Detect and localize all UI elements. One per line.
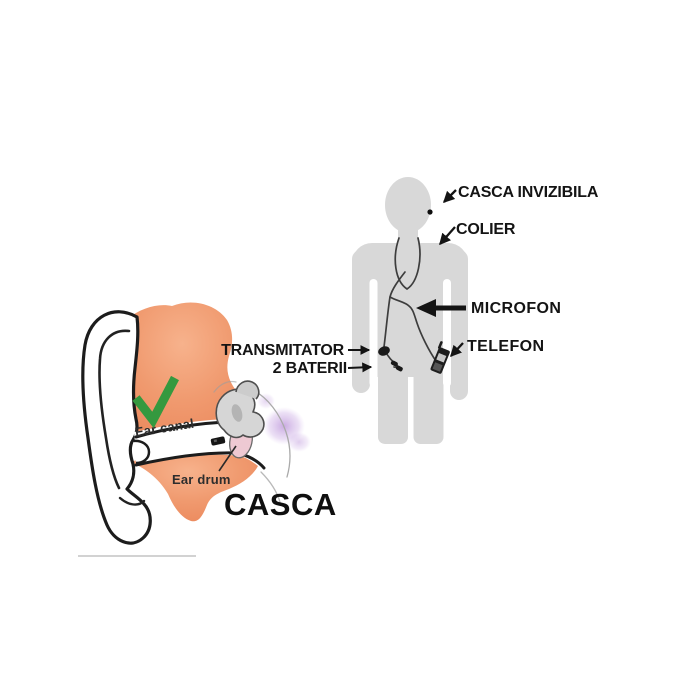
eardrum-pointer-line xyxy=(218,445,237,472)
arrow-baterii-icon xyxy=(347,362,373,373)
arrow-microfon-icon xyxy=(416,299,466,317)
label-colier: COLIER xyxy=(456,221,516,238)
label-microfon: MICROFON xyxy=(471,300,562,317)
battery-icon xyxy=(390,360,403,372)
arrow-icons xyxy=(347,189,464,373)
arrow-colier-icon xyxy=(439,226,456,246)
ear-illustration xyxy=(78,302,311,557)
phone-icon xyxy=(430,341,450,374)
label-casca-invizibila: CASCA INVIZIBILA xyxy=(458,184,599,201)
title-casca: CASCA xyxy=(224,487,337,522)
earpiece-dot-icon xyxy=(427,209,433,215)
label-transmitator: TRANSMITATOR xyxy=(221,342,344,359)
transmitter-icon xyxy=(378,346,390,356)
label-2-baterii: 2 BATERII xyxy=(272,360,348,377)
earpiece-in-canal-icon xyxy=(210,436,226,446)
arrow-casca-invizibila-icon xyxy=(442,189,457,204)
label-ear-drum: Ear drum xyxy=(172,472,231,487)
check-icon xyxy=(132,375,179,429)
ossicles-icon xyxy=(215,380,265,439)
label-telefon: TELEFON xyxy=(467,338,545,355)
arrow-telefon-icon xyxy=(450,342,464,358)
